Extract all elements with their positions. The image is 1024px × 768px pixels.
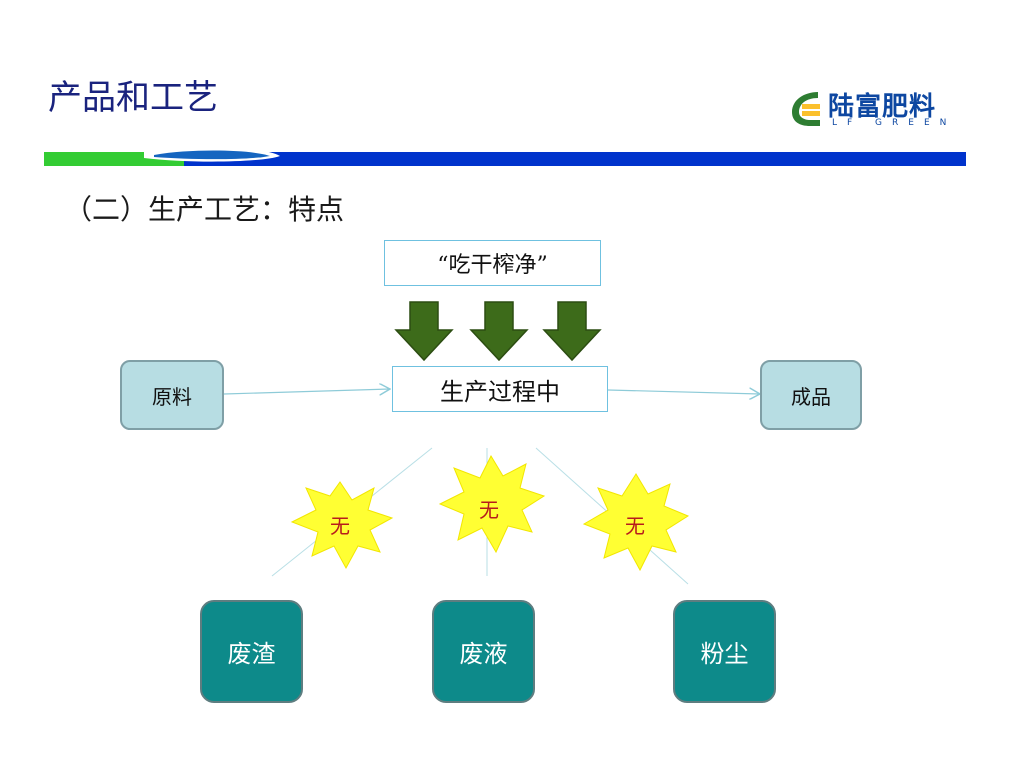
output-label: 成品 xyxy=(791,384,831,409)
star-burst-icon xyxy=(438,454,546,554)
star-burst-icon xyxy=(290,481,394,570)
motto-text: “吃干榨净” xyxy=(437,253,548,278)
input-node: 原料 xyxy=(120,360,224,430)
header-band xyxy=(44,146,966,166)
waste-label: 废渣 xyxy=(227,640,276,668)
down-arrow-icon xyxy=(542,301,602,362)
waste-label: 粉尘 xyxy=(700,640,749,668)
star-label: 无 xyxy=(625,514,645,538)
waste-node-liquid: 废液 xyxy=(432,600,535,703)
waste-node-residue: 废渣 xyxy=(200,600,303,703)
logo-leaf-icon xyxy=(792,92,820,126)
waste-label: 废液 xyxy=(459,640,508,668)
section-subtitle: （二）生产工艺：特点 xyxy=(64,193,345,226)
page-title: 产品和工艺 xyxy=(48,78,218,118)
flow-line-input xyxy=(223,389,390,394)
down-arrow-icon xyxy=(394,301,454,362)
logo-subtext: LF GREEN xyxy=(832,118,957,128)
star-label: 无 xyxy=(479,498,499,522)
company-logo: 陆富肥料 LF GREEN xyxy=(788,86,968,132)
logo-text: 陆富肥料 xyxy=(828,92,937,122)
motto-box: “吃干榨净” xyxy=(384,240,601,286)
process-label: 生产过程中 xyxy=(440,377,560,406)
waste-node-dust: 粉尘 xyxy=(673,600,776,703)
down-arrow-icon xyxy=(469,301,529,362)
process-node: 生产过程中 xyxy=(392,366,608,412)
flow-line-output xyxy=(607,390,760,394)
star-label: 无 xyxy=(330,514,350,538)
input-label: 原料 xyxy=(152,384,192,409)
star-burst-icon xyxy=(582,473,690,572)
output-node: 成品 xyxy=(760,360,862,430)
